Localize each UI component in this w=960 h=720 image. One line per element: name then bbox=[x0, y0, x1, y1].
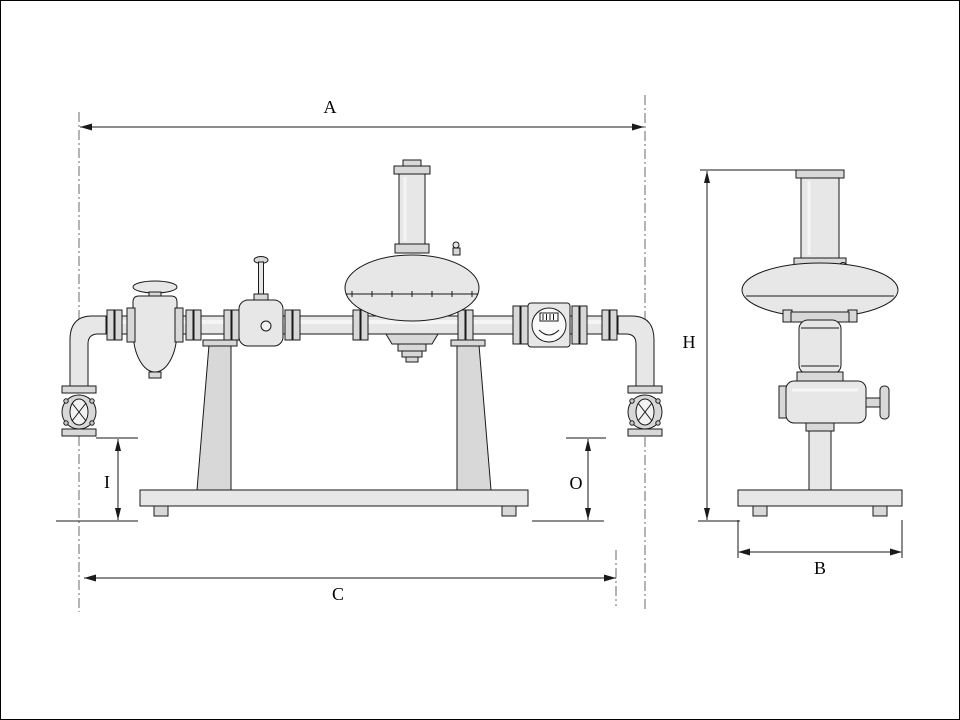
base-plate-side bbox=[737, 489, 903, 507]
shutoff-valve-side bbox=[785, 380, 867, 424]
pilot-cap-side bbox=[795, 169, 845, 179]
arrow-left-icon bbox=[738, 548, 750, 556]
isolation-valve bbox=[238, 256, 284, 347]
pilot-cylinder bbox=[398, 173, 426, 245]
strainer-body bbox=[132, 295, 178, 373]
strainer-drain-plug bbox=[148, 371, 162, 379]
arrow-left-icon bbox=[80, 123, 92, 131]
meter-dial-arc bbox=[538, 329, 560, 336]
outlet-gauge bbox=[627, 394, 663, 437]
arrow-right-icon bbox=[604, 574, 616, 582]
valve-boss bbox=[260, 320, 272, 332]
support-frame bbox=[139, 339, 529, 517]
meter-register-window bbox=[539, 312, 559, 322]
dimension-b: B bbox=[737, 520, 903, 578]
dim-label-i: I bbox=[104, 472, 110, 492]
base-plate bbox=[139, 489, 529, 507]
inlet-gauge bbox=[61, 394, 97, 437]
pilot-cap bbox=[393, 165, 431, 175]
diaphragm-dome-side bbox=[741, 262, 899, 318]
handwheel bbox=[879, 385, 890, 420]
inlet-elbow bbox=[61, 315, 107, 394]
dimension-a: A bbox=[80, 97, 644, 131]
base-foot-left bbox=[153, 505, 169, 517]
dimension-c: C bbox=[84, 574, 616, 604]
arrow-up-icon bbox=[704, 171, 710, 183]
dim-label-h: H bbox=[683, 332, 696, 352]
side-regulator-assembly bbox=[737, 169, 903, 517]
left-support-saddle bbox=[202, 339, 238, 347]
arrow-down-icon bbox=[704, 508, 710, 520]
pipe-flanges bbox=[106, 305, 618, 345]
diaphragm-dome bbox=[344, 254, 480, 322]
dimension-o: O bbox=[566, 437, 606, 520]
side-view: H bbox=[683, 169, 903, 578]
arrow-down-icon bbox=[585, 508, 591, 520]
support-column-side bbox=[808, 430, 832, 491]
dim-label-b: B bbox=[814, 558, 826, 578]
regulator bbox=[344, 159, 480, 363]
base-foot-side-left bbox=[752, 505, 768, 517]
strainer-handle bbox=[132, 280, 178, 294]
right-support-saddle bbox=[450, 339, 486, 347]
dim-label-a: A bbox=[324, 97, 337, 117]
vent-fitting bbox=[452, 241, 460, 249]
pilot-cylinder-side bbox=[800, 177, 840, 259]
dim-label-o: O bbox=[570, 473, 583, 493]
arrow-down-icon bbox=[115, 508, 121, 520]
arrow-up-icon bbox=[115, 439, 121, 451]
front-view: A bbox=[56, 95, 663, 612]
gas-meter bbox=[527, 302, 571, 348]
valve-body bbox=[238, 299, 284, 347]
base-foot-side-right bbox=[872, 505, 888, 517]
handwheel-stem bbox=[865, 397, 881, 408]
strainer bbox=[126, 280, 184, 379]
arrow-left-icon bbox=[84, 574, 96, 582]
dimension-i: I bbox=[96, 437, 138, 520]
dimension-h: H bbox=[683, 171, 710, 520]
arrow-right-icon bbox=[890, 548, 902, 556]
dim-label-c: C bbox=[332, 584, 344, 604]
arrow-up-icon bbox=[585, 439, 591, 451]
base-foot-right bbox=[501, 505, 517, 517]
outlet-elbow bbox=[617, 315, 663, 394]
arrow-right-icon bbox=[632, 123, 644, 131]
regulator-bottom-cap bbox=[405, 356, 419, 363]
